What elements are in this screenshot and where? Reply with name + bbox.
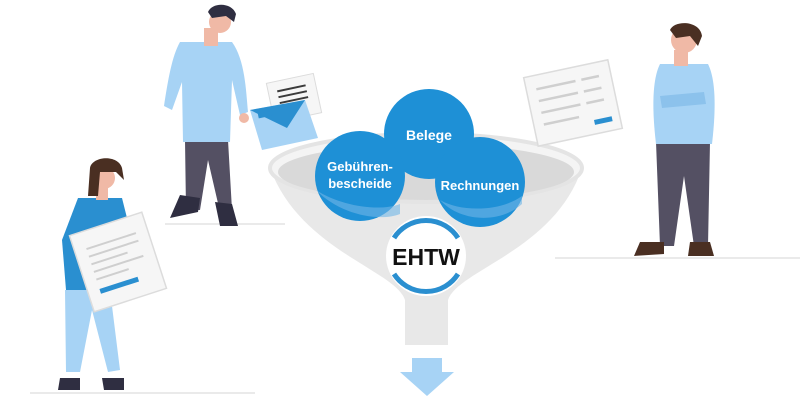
funnel-spout [405, 300, 448, 345]
bubble-belege-label: Belege [406, 127, 452, 143]
person-man-arms-crossed [634, 23, 715, 256]
arrow-down-icon [400, 358, 454, 396]
bubble-gebuehren-label-2: bescheide [328, 176, 392, 191]
ehtw-logo-icon: EHTW [386, 216, 466, 296]
bubble-gebuehrenbescheide: Gebühren- bescheide [315, 131, 405, 221]
document-icon [522, 58, 624, 148]
document-icon [68, 211, 168, 313]
logo-text: EHTW [392, 244, 460, 270]
person-man-envelope [164, 4, 249, 226]
bubble-rechnungen-label: Rechnungen [441, 178, 520, 193]
bubble-gebuehren-label-1: Gebühren- [327, 159, 393, 174]
bubble-rechnungen: Rechnungen [435, 137, 525, 227]
envelope-icon [250, 72, 323, 150]
